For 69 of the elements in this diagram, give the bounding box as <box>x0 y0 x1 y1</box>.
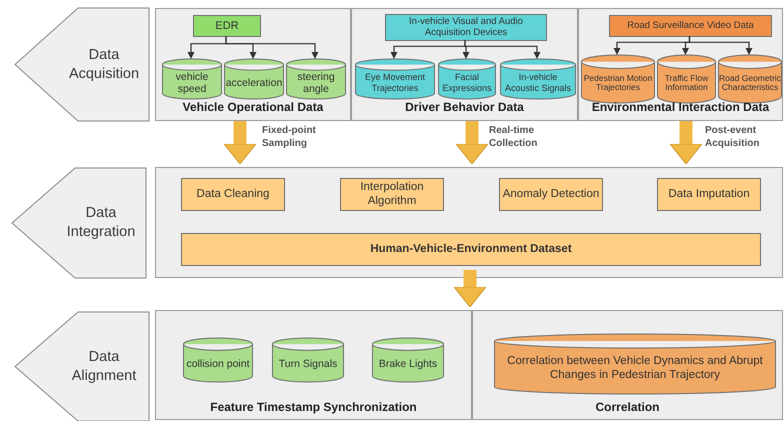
database-cylinder <box>500 59 576 99</box>
box-label: Anomaly Detection <box>502 188 600 202</box>
database-cylinder <box>224 59 284 99</box>
cylinder-label: Traffic Flow Information <box>664 74 710 94</box>
arrow <box>688 36 752 55</box>
database-cylinder <box>272 338 344 382</box>
section-heading: Environmental Interaction Data <box>590 100 770 114</box>
database-cylinder <box>494 334 776 394</box>
cylinder-label: acceleration <box>224 76 284 89</box>
section-heading: Feature Timestamp Synchronization <box>209 400 418 414</box>
cylinder-label: Facial Expressions <box>441 72 493 94</box>
section-panel <box>155 310 472 420</box>
edge-label: Real-time Collection <box>489 124 538 150</box>
box-label: Road Surveillance Video Data <box>626 20 755 32</box>
cylinder-label: Pedestrian Motion Trajectories <box>582 74 654 94</box>
process-box <box>609 15 772 37</box>
database-cylinder <box>286 59 346 99</box>
database-cylinder <box>438 59 496 99</box>
arrow <box>464 40 540 59</box>
flow-arrow <box>456 121 488 164</box>
edge-label: Post-event Acquisition <box>705 124 760 150</box>
database-cylinder <box>372 338 444 382</box>
database-cylinder <box>162 59 222 99</box>
process-box <box>181 178 285 211</box>
box-label: Data Cleaning <box>196 188 270 202</box>
flow-arrow <box>454 270 486 308</box>
section-heading: Correlation <box>594 400 660 414</box>
section-panel <box>578 8 783 121</box>
section-panel <box>155 167 783 278</box>
cylinder-label: Correlation between Vehicle Dynamics and Abrupt Changes in Pedestrian Trajectory <box>506 355 764 382</box>
process-box <box>181 233 761 266</box>
stage-label: Data Acquisition <box>68 46 140 84</box>
edge-label: Fixed-point Sampling <box>262 124 317 150</box>
box-label: Data Imputation <box>667 188 751 202</box>
section-heading: Vehicle Operational Data <box>182 100 324 114</box>
database-cylinder <box>355 59 435 99</box>
process-box <box>657 178 761 211</box>
cylinder-label: Eye Movement Trajectories <box>364 72 426 94</box>
cylinder-label: Road Geometric Characteristics <box>718 74 782 94</box>
stage-label: Data Alignment <box>70 348 138 386</box>
box-label: Human-Vehicle-Environment Dataset <box>369 242 573 256</box>
cylinder-label: In-vehicle Acoustic Signals <box>504 72 572 94</box>
cylinder-label: Turn Signals <box>278 358 338 370</box>
section-panel <box>351 8 578 121</box>
stage-pentagon <box>15 8 149 121</box>
box-label: Interpolation Algorithm <box>359 181 425 208</box>
cylinder-label: steering angle <box>296 70 336 95</box>
cylinder-label: vehicle speed <box>174 70 210 95</box>
arrow <box>225 36 318 59</box>
section-panel <box>472 310 783 420</box>
section-heading: Driver Behavior Data <box>404 100 525 114</box>
section-panel <box>155 8 351 121</box>
cylinder-label: Brake Lights <box>378 358 438 370</box>
process-box <box>499 178 603 211</box>
stage-pentagon <box>12 168 146 278</box>
stage-label: Data Integration <box>66 204 136 242</box>
box-label: In-vehicle Visual and Audio Acquisition Devices <box>408 16 524 38</box>
database-cylinder <box>183 338 253 382</box>
box-label: EDR <box>214 20 240 32</box>
flow-arrow <box>224 121 256 164</box>
database-cylinder <box>581 55 655 103</box>
stage-pentagon <box>15 312 149 421</box>
database-cylinder <box>657 55 716 103</box>
database-cylinder <box>718 55 782 103</box>
cylinder-label: collision point <box>185 358 251 370</box>
flow-arrow <box>670 121 702 164</box>
process-box <box>385 14 547 41</box>
process-box <box>340 178 444 211</box>
process-box <box>193 15 261 37</box>
